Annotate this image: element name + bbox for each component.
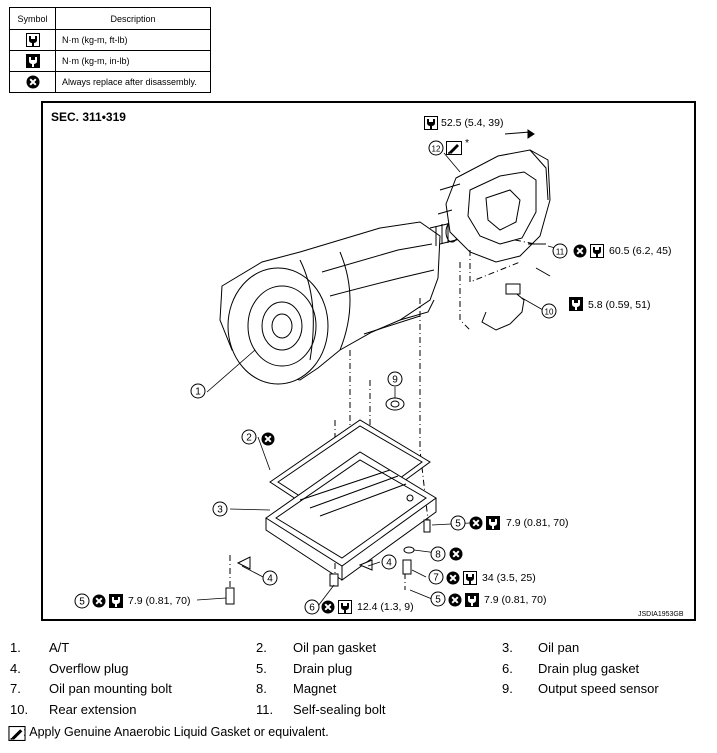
torque-value: 7.9 (0.81, 70) — [128, 595, 191, 607]
torque-value: 60.5 (6.2, 45) — [609, 245, 672, 257]
torque-in-lb-icon — [26, 54, 40, 68]
replace-icon — [573, 244, 587, 258]
torque-ft-lb-icon — [26, 33, 40, 47]
torque-in-lb-icon — [465, 593, 479, 607]
replace-icon — [449, 547, 463, 561]
torque-in-lb-icon — [109, 594, 123, 608]
part-number: 3. — [502, 640, 513, 655]
part-name: Oil pan mounting bolt — [49, 681, 172, 696]
torque-ft-lb-icon — [463, 571, 477, 585]
part-number: 6. — [502, 661, 513, 676]
torque-value: 7.9 (0.81, 70) — [484, 594, 547, 606]
replace-icon — [448, 593, 462, 607]
replace-icon — [446, 571, 460, 585]
diagram-frame — [41, 101, 696, 621]
part-number: 1. — [10, 640, 21, 655]
torque-ft-lb-icon — [590, 244, 604, 258]
part-number: 5. — [256, 661, 267, 676]
description-header: Description — [55, 7, 211, 30]
part-name: Oil pan — [538, 640, 580, 655]
replace-icon — [92, 594, 106, 608]
part-name: Drain plug gasket — [538, 661, 640, 676]
torque-in-lb-icon — [569, 297, 583, 311]
torque-value: 34 (3.5, 25) — [482, 572, 536, 584]
part-number: 10. — [10, 702, 29, 717]
symbol-table: Symbol Description N·m (kg-m, ft-lb) N·m… — [9, 7, 211, 93]
part-name: Overflow plug — [49, 661, 129, 676]
part-name: A/T — [49, 640, 70, 655]
sealant-note: : Apply Genuine Anaerobic Liquid Gasket … — [23, 725, 329, 739]
part-name: Self-sealing bolt — [293, 702, 386, 717]
torque-value: 12.4 (1.3, 9) — [357, 601, 414, 613]
torque-value: 52.5 (5.4, 39) — [441, 117, 504, 129]
replace-icon — [26, 75, 40, 89]
torque-ft-lb-icon — [424, 116, 438, 130]
torque-value: 7.9 (0.81, 70) — [506, 517, 569, 529]
diagram-code: JSDIA1953GB — [638, 611, 684, 618]
sealant-star: * — [465, 137, 470, 149]
part-name: Rear extension — [49, 702, 137, 717]
part-name: Drain plug — [293, 661, 353, 676]
replace-icon — [261, 432, 275, 446]
part-number: 2. — [256, 640, 267, 655]
symbol-desc-ftlb: N·m (kg-m, ft-lb) — [55, 29, 211, 51]
torque-value: 5.8 (0.59, 51) — [588, 299, 651, 311]
part-number: 9. — [502, 681, 513, 696]
symbol-header: Symbol — [9, 7, 56, 30]
part-name: Output speed sensor — [538, 681, 659, 696]
torque-in-lb-icon — [486, 516, 500, 530]
part-number: 11. — [256, 702, 274, 717]
replace-icon — [469, 516, 483, 530]
section-label: SEC. 311•319 — [51, 110, 126, 124]
gasket-icon — [446, 141, 462, 155]
part-number: 7. — [10, 681, 21, 696]
part-name: Oil pan gasket — [293, 640, 377, 655]
symbol-desc-replace: Always replace after disassembly. — [55, 71, 211, 93]
part-number: 4. — [10, 661, 21, 676]
part-name: Magnet — [293, 681, 337, 696]
part-number: 8. — [256, 681, 267, 696]
replace-icon — [321, 600, 335, 614]
torque-ft-lb-icon — [338, 600, 352, 614]
symbol-desc-inlb: N·m (kg-m, in-lb) — [55, 50, 211, 72]
